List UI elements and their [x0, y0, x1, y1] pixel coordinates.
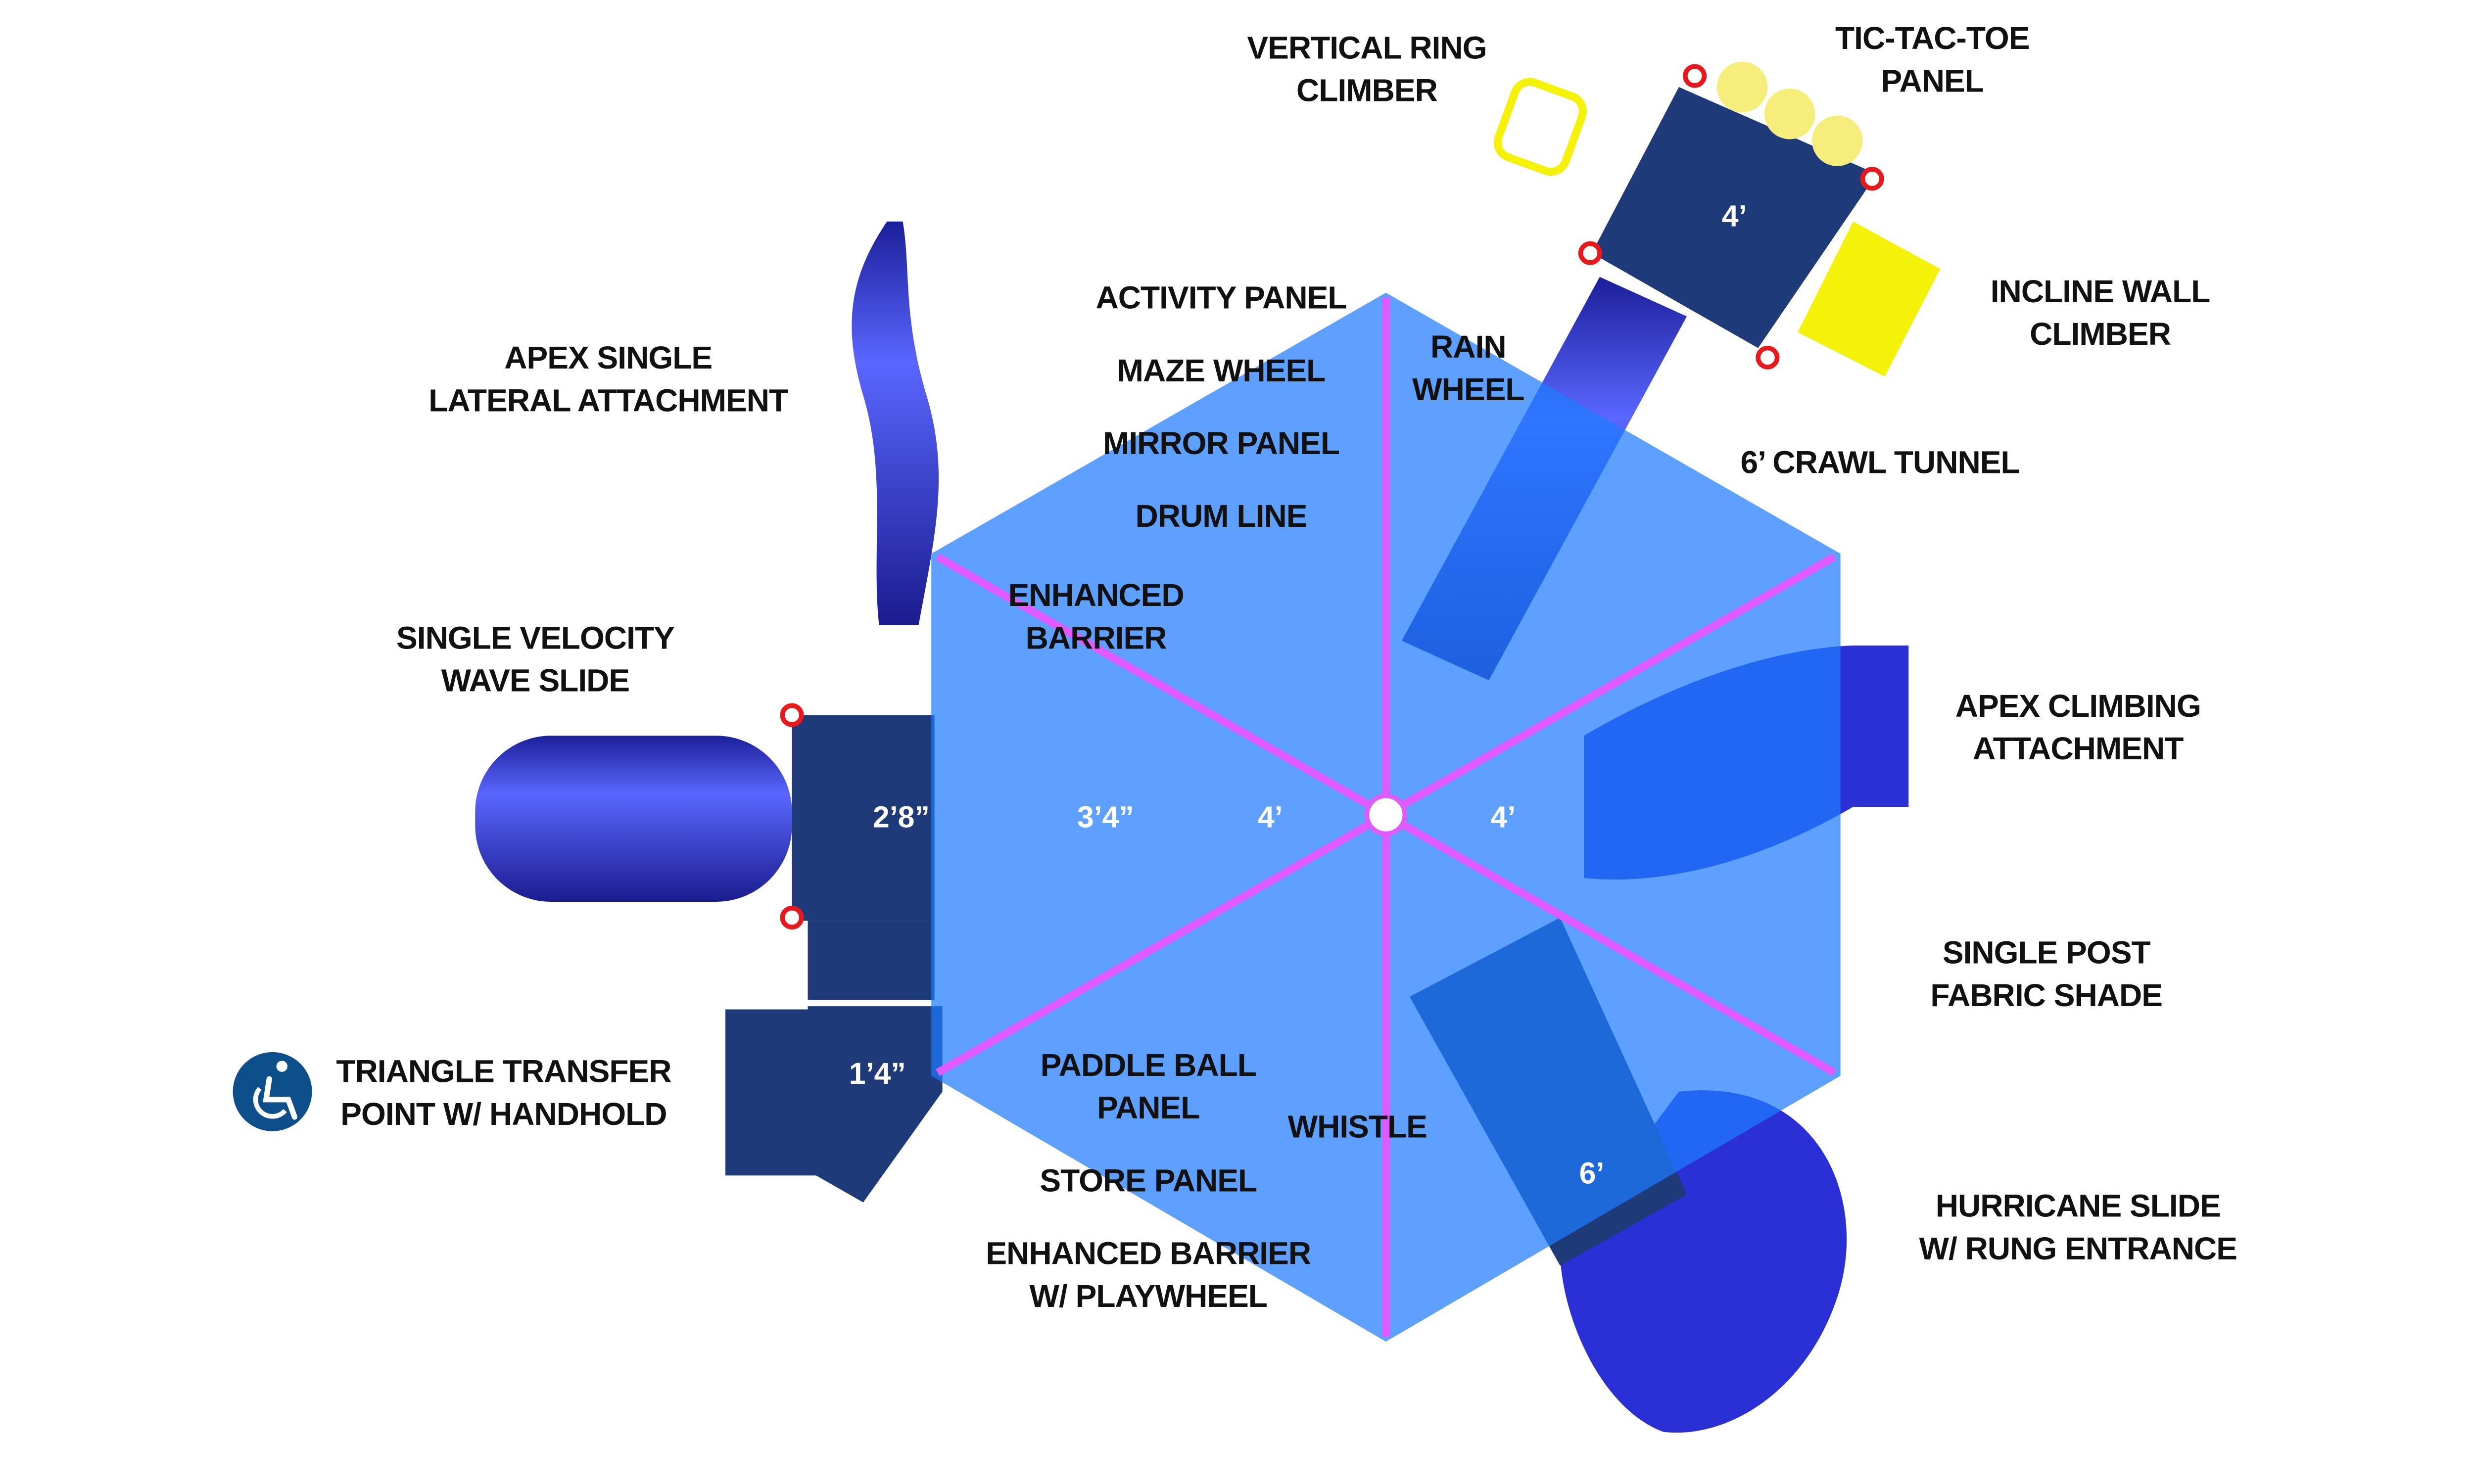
label-barrier-playwheel-2: W/ PLAYWHEEL: [1030, 1278, 1267, 1314]
label-rain-wheel-1: RAIN: [1430, 329, 1506, 365]
label-vertical-ring-1: VERTICAL RING: [1247, 30, 1486, 65]
label-vertical-ring-2: CLIMBER: [1296, 73, 1437, 108]
label-transfer-point-2: POINT W/ HANDHOLD: [340, 1096, 666, 1132]
label-apex-climbing-1: APEX CLIMBING: [1955, 688, 2201, 724]
label-barrier-playwheel-1: ENHANCED BARRIER: [986, 1235, 1311, 1271]
label-drum-line: DRUM LINE: [1136, 498, 1307, 534]
transfer-deck: [808, 921, 935, 1000]
label-activity-panel: ACTIVITY PANEL: [1095, 280, 1346, 316]
label-hurricane-slide-1: HURRICANE SLIDE: [1936, 1188, 2221, 1224]
deck-height-center-left: 4’: [1258, 800, 1283, 834]
label-apex-single-2: LATERAL ATTACHMENT: [428, 383, 788, 418]
label-crawl-tunnel: 6’ CRAWL TUNNEL: [1741, 444, 2020, 480]
label-rain-wheel-2: WHEEL: [1412, 371, 1524, 407]
deck-height-transfer: 1’4”: [849, 1057, 906, 1090]
component-labels: VERTICAL RING CLIMBER TIC-TAC-TOE PANEL …: [336, 20, 2237, 1314]
deck-height-slide: 6’: [1579, 1156, 1605, 1190]
wheelchair-accessibility-icon: [233, 1052, 312, 1131]
tower-deck: [1592, 87, 1877, 348]
spiral-slide-left: [475, 736, 792, 902]
label-store-panel: STORE PANEL: [1040, 1162, 1257, 1198]
label-wave-slide-1: SINGLE VELOCITY: [396, 620, 674, 655]
label-fabric-shade-2: FABRIC SHADE: [1930, 977, 2162, 1013]
posts: [780, 64, 1884, 929]
label-apex-climbing-2: ATTACHMENT: [1973, 731, 2184, 766]
label-apex-single-1: APEX SINGLE: [504, 340, 712, 375]
label-tic-tac-toe-1: TIC-TAC-TOE: [1835, 20, 2029, 56]
deck-left: [792, 715, 935, 921]
label-wave-slide-2: WAVE SLIDE: [441, 663, 629, 698]
label-incline-wall-2: CLIMBER: [2030, 316, 2171, 352]
label-hurricane-slide-2: W/ RUNG ENTRANCE: [1919, 1231, 2237, 1266]
label-incline-wall-1: INCLINE WALL: [1991, 274, 2210, 309]
shade-post: [1364, 793, 1408, 836]
label-enhanced-barrier-1: ENHANCED: [1008, 577, 1184, 613]
deck-height-left: 2’8”: [873, 800, 930, 834]
label-paddle-ball-1: PADDLE BALL: [1041, 1047, 1256, 1083]
vertical-ring-climber: [1493, 78, 1587, 176]
deck-height-mid: 3’4”: [1077, 800, 1134, 834]
transfer-platform: [808, 1006, 943, 1203]
label-transfer-point-1: TRIANGLE TRANSFER: [336, 1054, 671, 1089]
label-mirror-panel: MIRROR PANEL: [1103, 425, 1339, 461]
label-paddle-ball-2: PANEL: [1097, 1090, 1199, 1125]
incline-wall-climber: [1798, 221, 1941, 377]
transfer-step: [725, 1009, 821, 1176]
label-whistle: WHISTLE: [1288, 1109, 1427, 1145]
label-tic-tac-toe-2: PANEL: [1881, 63, 1984, 99]
label-fabric-shade-1: SINGLE POST: [1943, 935, 2151, 971]
deck-height-center-right: 4’: [1490, 800, 1516, 834]
label-enhanced-barrier-2: BARRIER: [1026, 620, 1167, 655]
label-maze-wheel: MAZE WHEEL: [1117, 353, 1326, 388]
deck-height-tower: 4’: [1722, 199, 1747, 232]
wave-slide: [852, 221, 939, 625]
tic-tac-toe-panel: [1716, 61, 1863, 166]
